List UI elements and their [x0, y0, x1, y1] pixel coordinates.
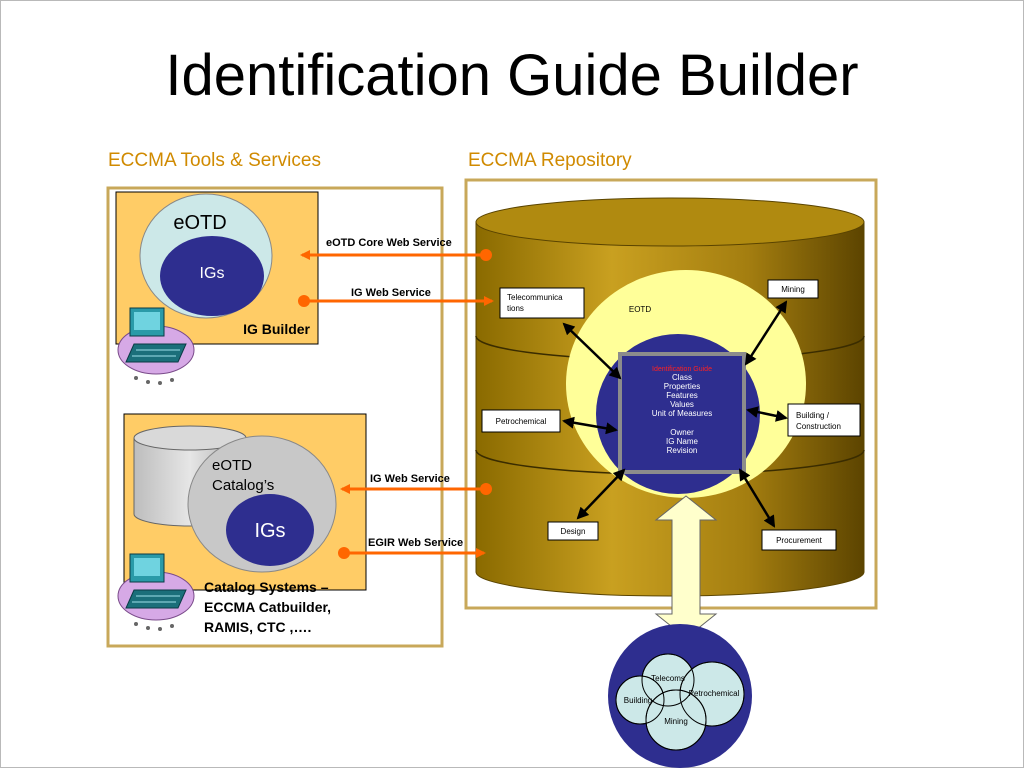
ig-web-service-label-2: IG Web Service: [370, 473, 450, 485]
catalog-caption-1: Catalog Systems –: [204, 579, 329, 595]
catalog-caption-2: ECCMA Catbuilder,: [204, 599, 331, 615]
guide-field: Unit of Measures: [652, 409, 712, 418]
design-box: [547, 521, 599, 541]
repository-section-label: ECCMA Repository: [468, 150, 632, 171]
venn-building-label: Building: [624, 696, 652, 705]
tools-section-label: ECCMA Tools & Services: [108, 150, 321, 171]
eotd-label: eOTD: [173, 212, 226, 234]
identification-guide-box: [618, 352, 746, 474]
telecommunications-label-2: tions: [507, 304, 524, 313]
guide-field-list: Class Properties Features Values Unit of…: [652, 373, 712, 455]
eotd-catalog-label-1: eOTD: [212, 457, 252, 474]
catalog-caption-3: RAMIS, CTC ,….: [204, 619, 311, 635]
procurement-arrow: [738, 468, 776, 528]
guide-field: Revision: [667, 446, 698, 455]
guide-field: Class: [672, 373, 692, 382]
ig-builder-caption: IG Builder: [243, 321, 310, 337]
procurement-label: Procurement: [776, 536, 823, 545]
mining-box: [767, 279, 819, 299]
ig-web-endpoint-2: [480, 483, 492, 495]
guide-field: Features: [666, 391, 698, 400]
venn-mining-label: Mining: [664, 717, 688, 726]
guide-field: IG Name: [666, 437, 699, 446]
building-arrow: [746, 406, 788, 422]
building-label-1: Building /: [796, 411, 830, 420]
petrochemical-arrow: [562, 416, 618, 435]
guide-field: Properties: [664, 382, 700, 391]
procurement-box: [761, 529, 837, 551]
telecom-arrow: [562, 322, 622, 380]
building-construction-box: [787, 403, 861, 437]
mining-label: Mining: [781, 285, 805, 294]
design-label: Design: [561, 527, 586, 536]
telecommunications-box: [499, 287, 585, 319]
catalog-igs-label: IGs: [254, 520, 285, 542]
ig-web-endpoint-1: [298, 295, 310, 307]
relationship-arrows: [562, 300, 788, 528]
computer-icon: [117, 307, 195, 385]
guide-field: Owner: [670, 428, 694, 437]
igs-circle: [160, 236, 264, 316]
egir-service-label: EGIR Web Service: [368, 537, 463, 549]
web-service-arrows: [298, 249, 494, 559]
mining-arrow: [744, 300, 788, 366]
telecommunications-label-1: Telecommunica: [507, 293, 563, 302]
guide-title: Identification Guide: [652, 366, 712, 373]
petrochemical-label: Petrochemical: [496, 417, 547, 426]
ig-web-service-label-1: IG Web Service: [351, 287, 431, 299]
eotd-core-service-label: eOTD Core Web Service: [326, 237, 452, 249]
petrochemical-box: [481, 409, 561, 433]
computer-icon: [117, 553, 195, 631]
igs-label: IGs: [200, 265, 225, 282]
eotd-zone-label: EOTD: [629, 305, 651, 314]
building-label-2: Construction: [796, 422, 841, 431]
venn-telecoms-label: Telecoms: [651, 674, 685, 683]
eotd-catalog-label-2: Catalog’s: [212, 477, 274, 494]
design-arrow: [576, 468, 626, 520]
guide-field: Values: [670, 400, 694, 409]
venn-petrochemical-label: Petrochemical: [689, 689, 740, 698]
slide-title: Identification Guide Builder: [165, 43, 859, 108]
eotd-core-endpoint: [480, 249, 492, 261]
catalog-igs-circle: [226, 494, 314, 566]
egir-endpoint: [338, 547, 350, 559]
